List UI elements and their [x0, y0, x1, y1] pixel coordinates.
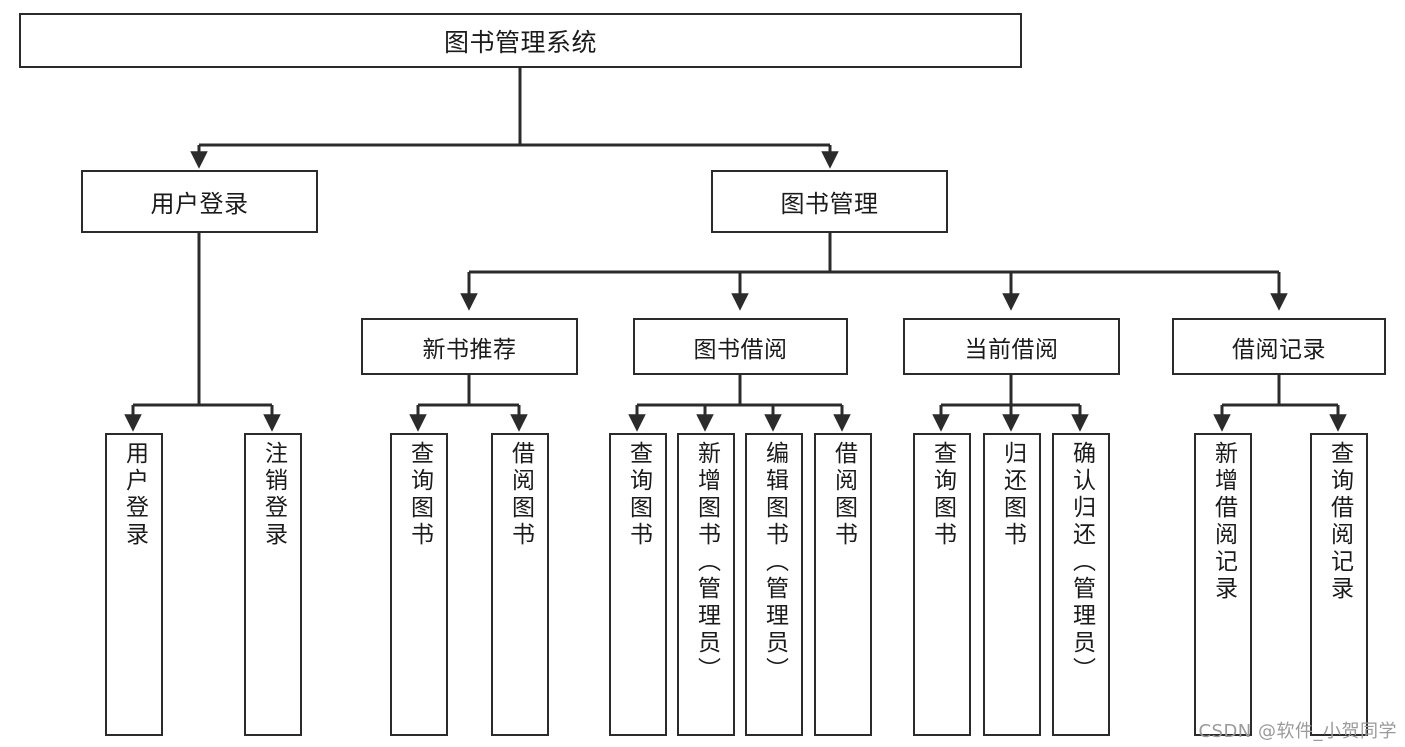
leaf-add-record[interactable]: 新增借阅记录	[1194, 433, 1252, 736]
leaf-query-book-2[interactable]: 查询图书	[609, 433, 667, 736]
node-current-borrow[interactable]: 当前借阅	[903, 318, 1120, 375]
node-user-login-label: 用户登录	[150, 190, 249, 218]
watermark: CSDN @软件_小贺同学	[1198, 721, 1397, 742]
node-new-book-recommend-label: 新书推荐	[422, 336, 517, 363]
node-borrow-record[interactable]: 借阅记录	[1172, 318, 1386, 375]
leaf-query-book-1[interactable]: 查询图书	[390, 433, 448, 736]
leaf-edit-book[interactable]: 编辑图书（管理员）	[745, 433, 803, 736]
leaf-return-book[interactable]: 归还图书	[983, 433, 1041, 736]
leaf-confirm-return-label: 确认归还（管理员）	[1068, 441, 1095, 684]
node-book-borrow[interactable]: 图书借阅	[633, 318, 848, 375]
node-book-borrow-label: 图书借阅	[693, 336, 788, 363]
leaf-query-book-2-label: 查询图书	[625, 441, 652, 549]
leaf-query-record[interactable]: 查询借阅记录	[1310, 433, 1368, 736]
leaf-borrow-book-2-label: 借阅图书	[830, 441, 857, 549]
leaf-query-record-label: 查询借阅记录	[1326, 441, 1353, 603]
leaf-add-record-label: 新增借阅记录	[1210, 441, 1237, 603]
node-new-book-recommend[interactable]: 新书推荐	[361, 318, 578, 375]
leaf-query-book-3[interactable]: 查询图书	[913, 433, 971, 736]
node-book-manage[interactable]: 图书管理	[711, 170, 948, 233]
leaf-return-book-label: 归还图书	[999, 441, 1026, 549]
node-borrow-record-label: 借阅记录	[1232, 336, 1326, 363]
node-book-manage-label: 图书管理	[780, 190, 879, 218]
leaf-borrow-book-2[interactable]: 借阅图书	[814, 433, 872, 736]
leaf-user-login[interactable]: 用户登录	[105, 433, 163, 736]
node-root[interactable]: 图书管理系统	[19, 13, 1022, 68]
leaf-user-logout[interactable]: 注销登录	[244, 433, 302, 736]
leaf-add-book-label: 新增图书（管理员）	[693, 441, 720, 684]
leaf-add-book[interactable]: 新增图书（管理员）	[677, 433, 735, 736]
leaf-query-book-1-label: 查询图书	[406, 441, 433, 549]
leaf-edit-book-label: 编辑图书（管理员）	[761, 441, 788, 684]
leaf-user-login-label: 用户登录	[121, 441, 148, 549]
leaf-confirm-return[interactable]: 确认归还（管理员）	[1052, 433, 1110, 736]
leaf-user-logout-label: 注销登录	[260, 441, 287, 549]
leaf-query-book-3-label: 查询图书	[929, 441, 956, 549]
node-current-borrow-label: 当前借阅	[964, 336, 1059, 363]
leaf-borrow-book-1-label: 借阅图书	[507, 441, 534, 549]
node-user-login[interactable]: 用户登录	[81, 170, 318, 233]
node-root-label: 图书管理系统	[443, 27, 597, 57]
leaf-borrow-book-1[interactable]: 借阅图书	[491, 433, 549, 736]
